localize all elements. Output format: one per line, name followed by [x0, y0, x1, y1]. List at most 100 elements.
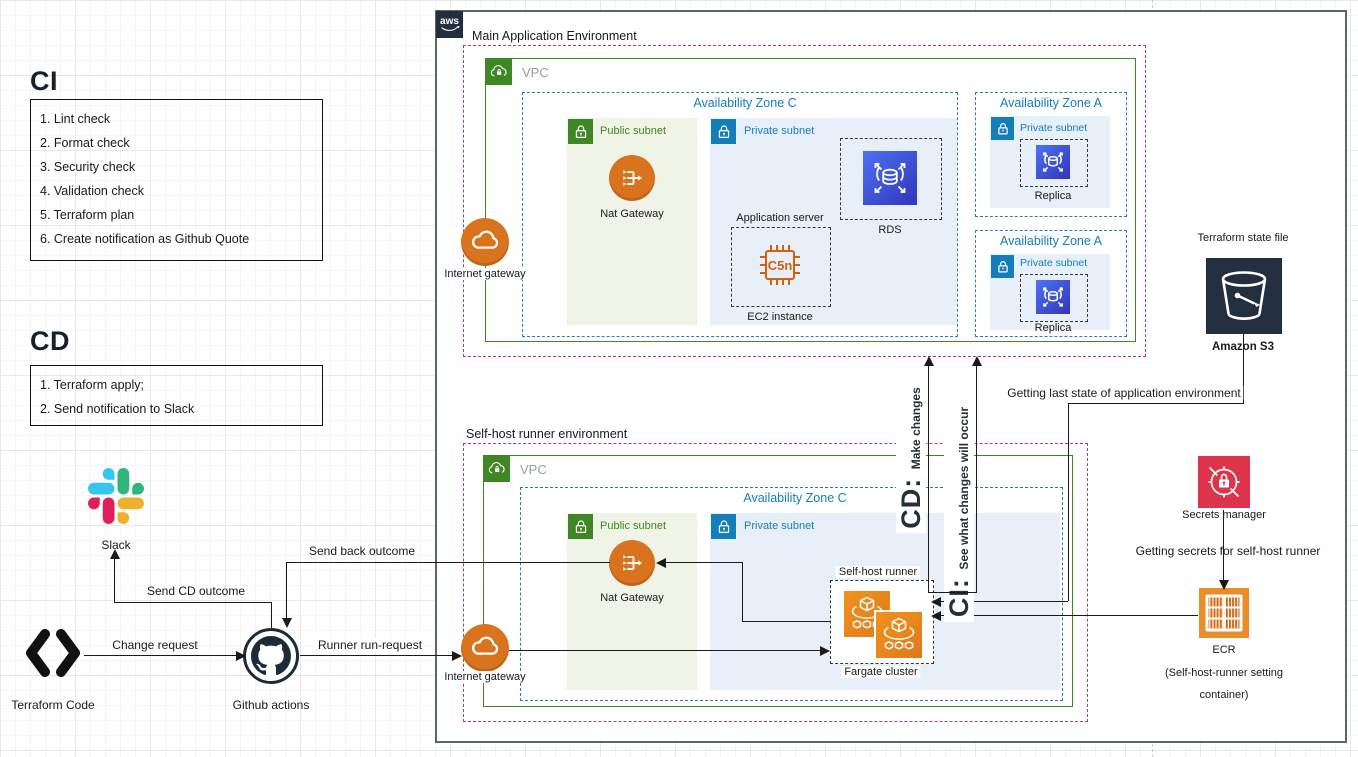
- connector-send-back-outcome: [286, 562, 610, 563]
- runner-public-subnet-label: Public subnet: [600, 520, 667, 532]
- fargate-cluster-label: Fargate cluster: [841, 666, 921, 678]
- ecr-sub-label-1: (Self-host-runner setting: [1165, 667, 1283, 679]
- amazon-s3-icon: [1206, 258, 1282, 334]
- az-a2-subnet-label: Private subnet: [1020, 257, 1088, 269]
- cd-arrow-text: Make changes: [909, 387, 923, 470]
- runner-env-region-box: [463, 443, 1088, 722]
- github-actions-icon: [243, 628, 299, 684]
- az-a2-title: Availability Zone A: [1000, 234, 1102, 248]
- slack-icon: [88, 468, 144, 529]
- aws-logo-icon: aws: [436, 11, 463, 38]
- connector-cd-make-changes: [928, 364, 929, 593]
- arrowhead: [656, 558, 666, 568]
- arrowhead: [820, 646, 830, 656]
- cd-arrow-prefix: CD:: [896, 469, 926, 529]
- connector-s3-state: [1068, 403, 1244, 404]
- az-a1-title: Availability Zone A: [1000, 96, 1102, 110]
- az-a1-replica-box: [1020, 139, 1088, 187]
- connector-runner-run-request: [300, 655, 452, 656]
- arrowhead: [972, 356, 982, 366]
- internet-gateway-icon-runner: [461, 624, 509, 672]
- main-az-c-box: [522, 92, 958, 337]
- runner-vpc-label: VPC: [520, 462, 547, 477]
- runner-env-title: Self-host runner environment: [466, 427, 628, 441]
- runner-vpc-box: [483, 455, 1073, 707]
- arrowhead: [236, 651, 246, 661]
- runner-az-c-box: [520, 487, 1063, 701]
- ci-list-box: 1. Lint check 2. Format check 3. Securit…: [30, 99, 323, 261]
- ci-arrow-label: CI: See what changes will occur: [944, 402, 974, 622]
- cd-list-box: 1. Terraform apply; 2. Send notification…: [30, 365, 323, 426]
- ecr-label: ECR: [1212, 644, 1236, 656]
- az-a2-box: [975, 230, 1127, 337]
- arrowhead: [110, 549, 120, 559]
- ci-item: 4. Validation check: [40, 184, 144, 198]
- ecr-sub-label-2: container): [1199, 689, 1249, 701]
- ci-arrow-text: See what changes will occur: [957, 406, 971, 570]
- connector-change-request: [84, 655, 236, 656]
- nat-gateway-icon-runner: [609, 540, 655, 586]
- fargate-icon: [876, 612, 922, 658]
- arrowhead: [924, 356, 934, 366]
- connector-secrets-to-ecr: [1223, 510, 1224, 580]
- private-subnet-lock-icon: [711, 119, 736, 144]
- main-env-region-box: [463, 45, 1146, 357]
- connector-send-cd-outcome: [114, 602, 272, 603]
- az-a1-lock-icon: [991, 117, 1014, 140]
- runner-private-subnet-label: Private subnet: [744, 520, 815, 532]
- az-a1-replica-icon: [1036, 145, 1070, 179]
- rds-icon: [863, 151, 917, 205]
- arrowhead: [282, 618, 292, 628]
- terraform-state-label: Terraform state file: [1197, 232, 1289, 244]
- public-subnet-lock-icon: [568, 119, 593, 144]
- arrowhead: [931, 597, 941, 607]
- cd-heading: CD: [30, 326, 70, 356]
- connector-fargate-to-nat: [666, 562, 742, 563]
- ec2-chip-text: C5n: [768, 258, 793, 273]
- az-a2-replica-label: Replica: [1034, 322, 1072, 334]
- runner-az-c-title: Availability Zone C: [743, 491, 847, 505]
- runner-run-request-label: Runner run-request: [314, 638, 426, 652]
- connector-send-cd-outcome: [114, 558, 115, 603]
- terraform-code-icon: [22, 622, 84, 689]
- getting-last-state-label: Getting last state of application enviro…: [1004, 386, 1244, 400]
- connector-s3-state: [1243, 334, 1244, 403]
- aws-logo-text: aws: [440, 15, 459, 27]
- arrowhead: [931, 611, 941, 621]
- connector-ecr-to-fargate: [941, 615, 1198, 616]
- vpc-icon: [485, 58, 512, 85]
- az-a2-lock-icon: [991, 255, 1014, 278]
- main-env-title: Main Application Environment: [472, 29, 637, 43]
- main-internet-gateway-label: Internet gateway: [441, 268, 529, 280]
- rds-label: RDS: [878, 224, 902, 236]
- runner-nat-gateway-label: Nat Gateway: [600, 592, 664, 604]
- public-subnet-lock-icon: [568, 514, 593, 539]
- connector-s3-state: [941, 601, 1068, 602]
- connector-cd-ci-join: [928, 592, 977, 593]
- ci-item: 1. Lint check: [40, 112, 111, 126]
- main-public-subnet-label: Public subnet: [600, 125, 667, 137]
- connector-s3-state: [1068, 403, 1069, 601]
- arrowhead: [1219, 580, 1229, 590]
- cd-item: 1. Terraform apply;: [40, 378, 144, 392]
- az-a2-replica-icon: [1036, 280, 1070, 314]
- ec2-instance-box: [731, 227, 831, 307]
- az-a1-replica-label: Replica: [1034, 190, 1072, 202]
- change-request-label: Change request: [112, 638, 198, 652]
- ecr-icon: [1198, 587, 1250, 639]
- secrets-manager-label: Secrets manager: [1182, 509, 1266, 521]
- nat-gateway-icon-main: [609, 155, 655, 201]
- connector-fargate-to-nat: [742, 562, 743, 621]
- private-subnet-lock-icon: [711, 514, 736, 539]
- az-a1-subnet-label: Private subnet: [1020, 122, 1088, 134]
- connector-ci-see-changes: [976, 364, 977, 593]
- main-vpc-label: VPC: [522, 65, 549, 80]
- ec2-instance-label: EC2 instance: [747, 311, 813, 323]
- ci-item: 3. Security check: [40, 160, 136, 174]
- main-vpc-box: [485, 58, 1136, 342]
- slack-label: Slack: [101, 538, 131, 552]
- connector-send-back-outcome: [286, 562, 287, 618]
- cd-arrow-label: CD: Make changes: [896, 383, 926, 533]
- az-a1-box: [975, 92, 1127, 217]
- ci-item: 6. Create notification as Github Quote: [40, 232, 250, 246]
